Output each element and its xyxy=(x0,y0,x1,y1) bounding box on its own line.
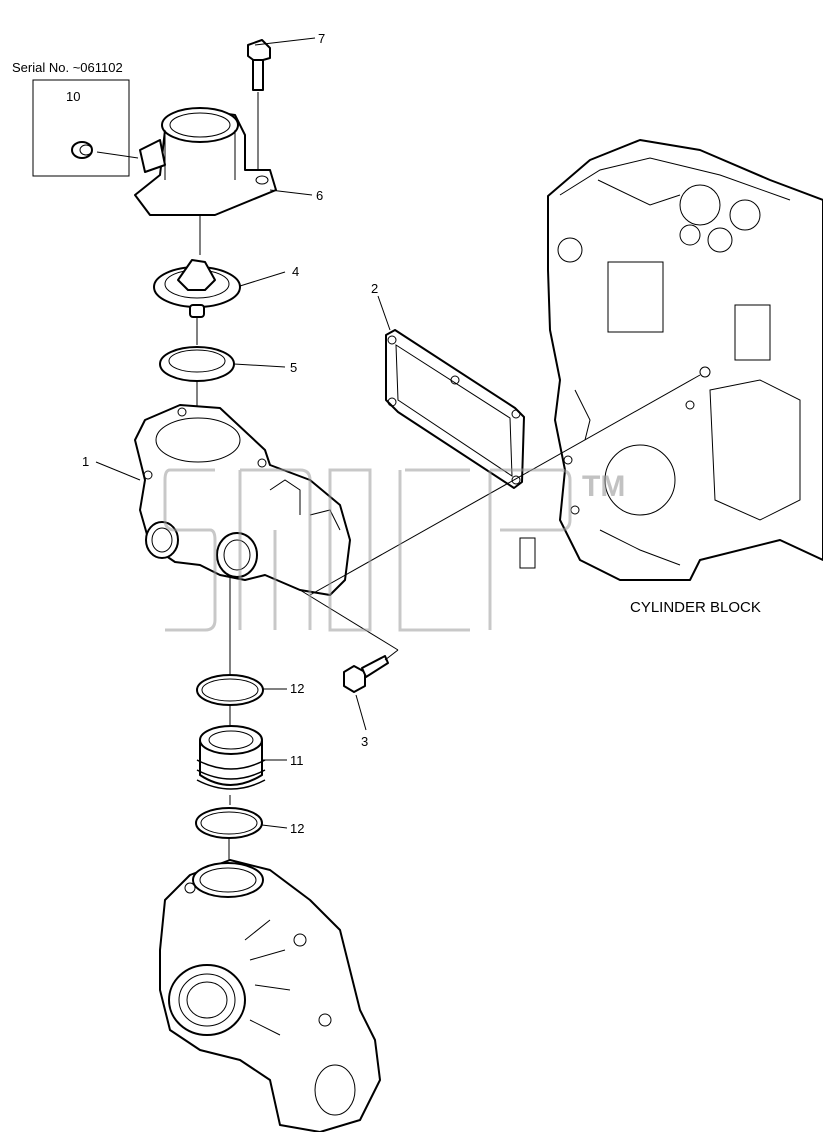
leader-lines xyxy=(95,37,701,829)
sleeve-part-11 xyxy=(196,725,266,805)
housing-part-1 xyxy=(134,404,351,675)
callout-2: 2 xyxy=(371,281,378,296)
callout-4: 4 xyxy=(292,264,299,279)
gasket-part-2 xyxy=(385,329,525,489)
watermark: TM xyxy=(163,468,625,632)
cylinder-block xyxy=(519,139,823,581)
callout-5: 5 xyxy=(290,360,297,375)
callout-11: 11 xyxy=(290,753,304,768)
thermostat-part-4 xyxy=(153,259,241,345)
cylinder-block-label: CYLINDER BLOCK xyxy=(630,599,761,616)
thermostat-cover-part-6 xyxy=(134,107,277,255)
bolt-part-7 xyxy=(247,39,271,175)
callout-7: 7 xyxy=(318,31,325,46)
callout-1: 1 xyxy=(82,454,89,469)
bolt-part-3 xyxy=(343,655,389,693)
serial-note: Serial No. ~061102 xyxy=(12,60,123,75)
o-ring-part-12-upper xyxy=(196,674,264,728)
watermark-tm: TM xyxy=(582,470,625,503)
callout-12-upper: 12 xyxy=(290,681,304,696)
callout-3: 3 xyxy=(361,734,368,749)
callout-12-lower: 12 xyxy=(290,821,304,836)
callout-6: 6 xyxy=(316,188,323,203)
callout-10: 10 xyxy=(66,89,80,104)
water-pump-body xyxy=(159,859,381,1132)
serial-box xyxy=(32,79,139,177)
